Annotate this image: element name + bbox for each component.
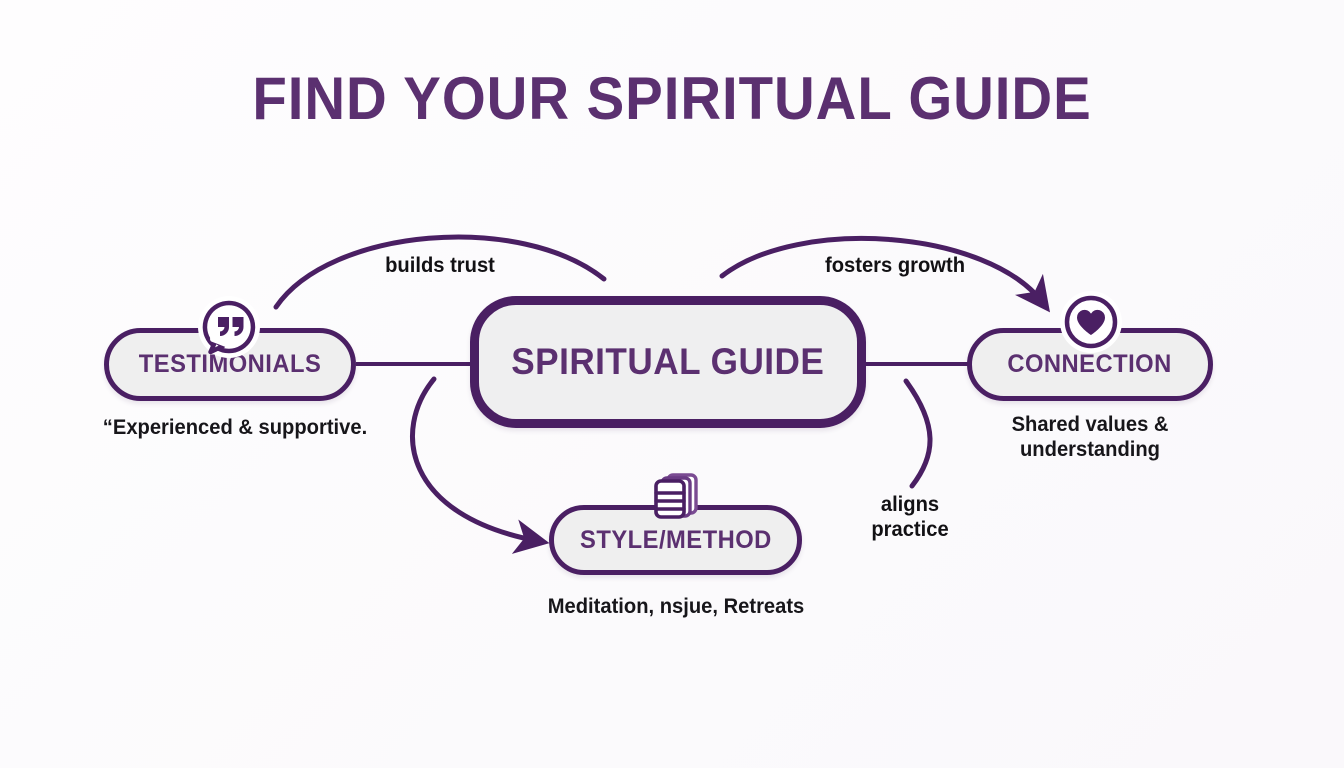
node-spiritual-guide-label: SPIRITUAL GUIDE [511,341,825,382]
caption-testimonials: “Experienced & supportive. [102,416,368,439]
node-style-method-label: STYLE/METHOD [579,525,772,554]
edge-label-fosters-growth: fosters growth [824,254,966,277]
page-title: FIND YOUR SPIRITUAL GUIDE [252,65,1092,132]
edge-label-aligns-practice: aligns practice [848,492,973,542]
caption-style-method: Meditation, nsjue, Retreats [547,595,805,618]
caption-connection-line2: understanding [1019,438,1161,461]
node-connection-label: CONNECTION [1007,350,1173,378]
edge-label-aligns-line1: aligns [880,493,940,516]
stacked-layers-icon [648,469,706,527]
caption-connection-line1: Shared values & [1011,413,1169,436]
heart-circle-icon [1060,291,1122,353]
edge-label-aligns-line2: practice [871,518,949,541]
caption-connection: Shared values & understanding [960,412,1219,462]
node-spiritual-guide[interactable]: SPIRITUAL GUIDE [470,296,866,428]
edge-aligns-practice [903,378,933,489]
edge-label-builds-trust: builds trust [385,254,495,277]
speech-bubble-quote-icon [198,296,260,358]
node-testimonials[interactable]: TESTIMONIALS [104,328,356,401]
